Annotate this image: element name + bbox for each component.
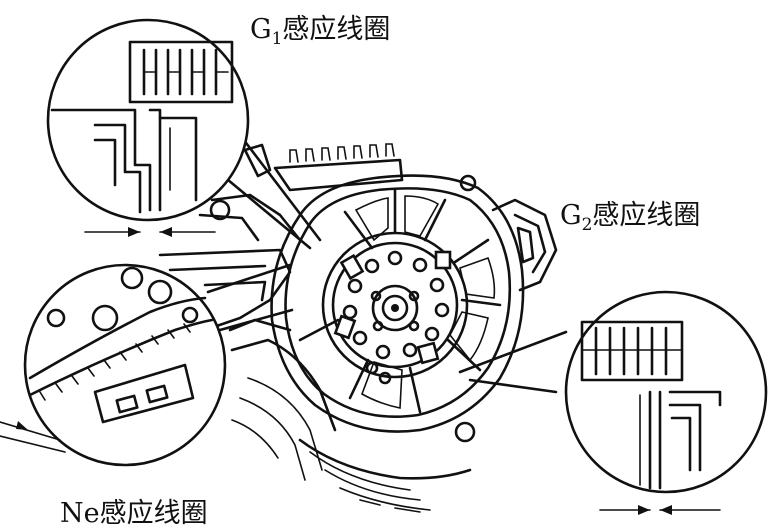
g2-label: G2感应线圈 — [560, 200, 700, 235]
ne-pickup-block — [93, 363, 195, 424]
gear-rack — [198, 143, 404, 242]
g2-magnifier — [458, 290, 768, 515]
ne-label: Ne感应线圈 — [60, 498, 208, 528]
g2-gap-arrows — [599, 505, 721, 515]
g2-pickup-core — [639, 390, 722, 490]
ne-rotor-segment — [28, 266, 214, 401]
distributor-body — [270, 174, 558, 443]
g1-label: G1感应线圈 — [250, 14, 390, 49]
g1-pickup-core — [50, 108, 198, 214]
g2-coil-teeth — [580, 320, 684, 382]
g1-gap-arrows — [84, 227, 216, 237]
ne-magnifier — [0, 263, 294, 467]
ne-gap-arrows — [0, 421, 66, 453]
g1-coil-teeth — [128, 40, 234, 104]
rotor-holes — [342, 250, 450, 385]
g1-magnifier — [46, 18, 322, 250]
